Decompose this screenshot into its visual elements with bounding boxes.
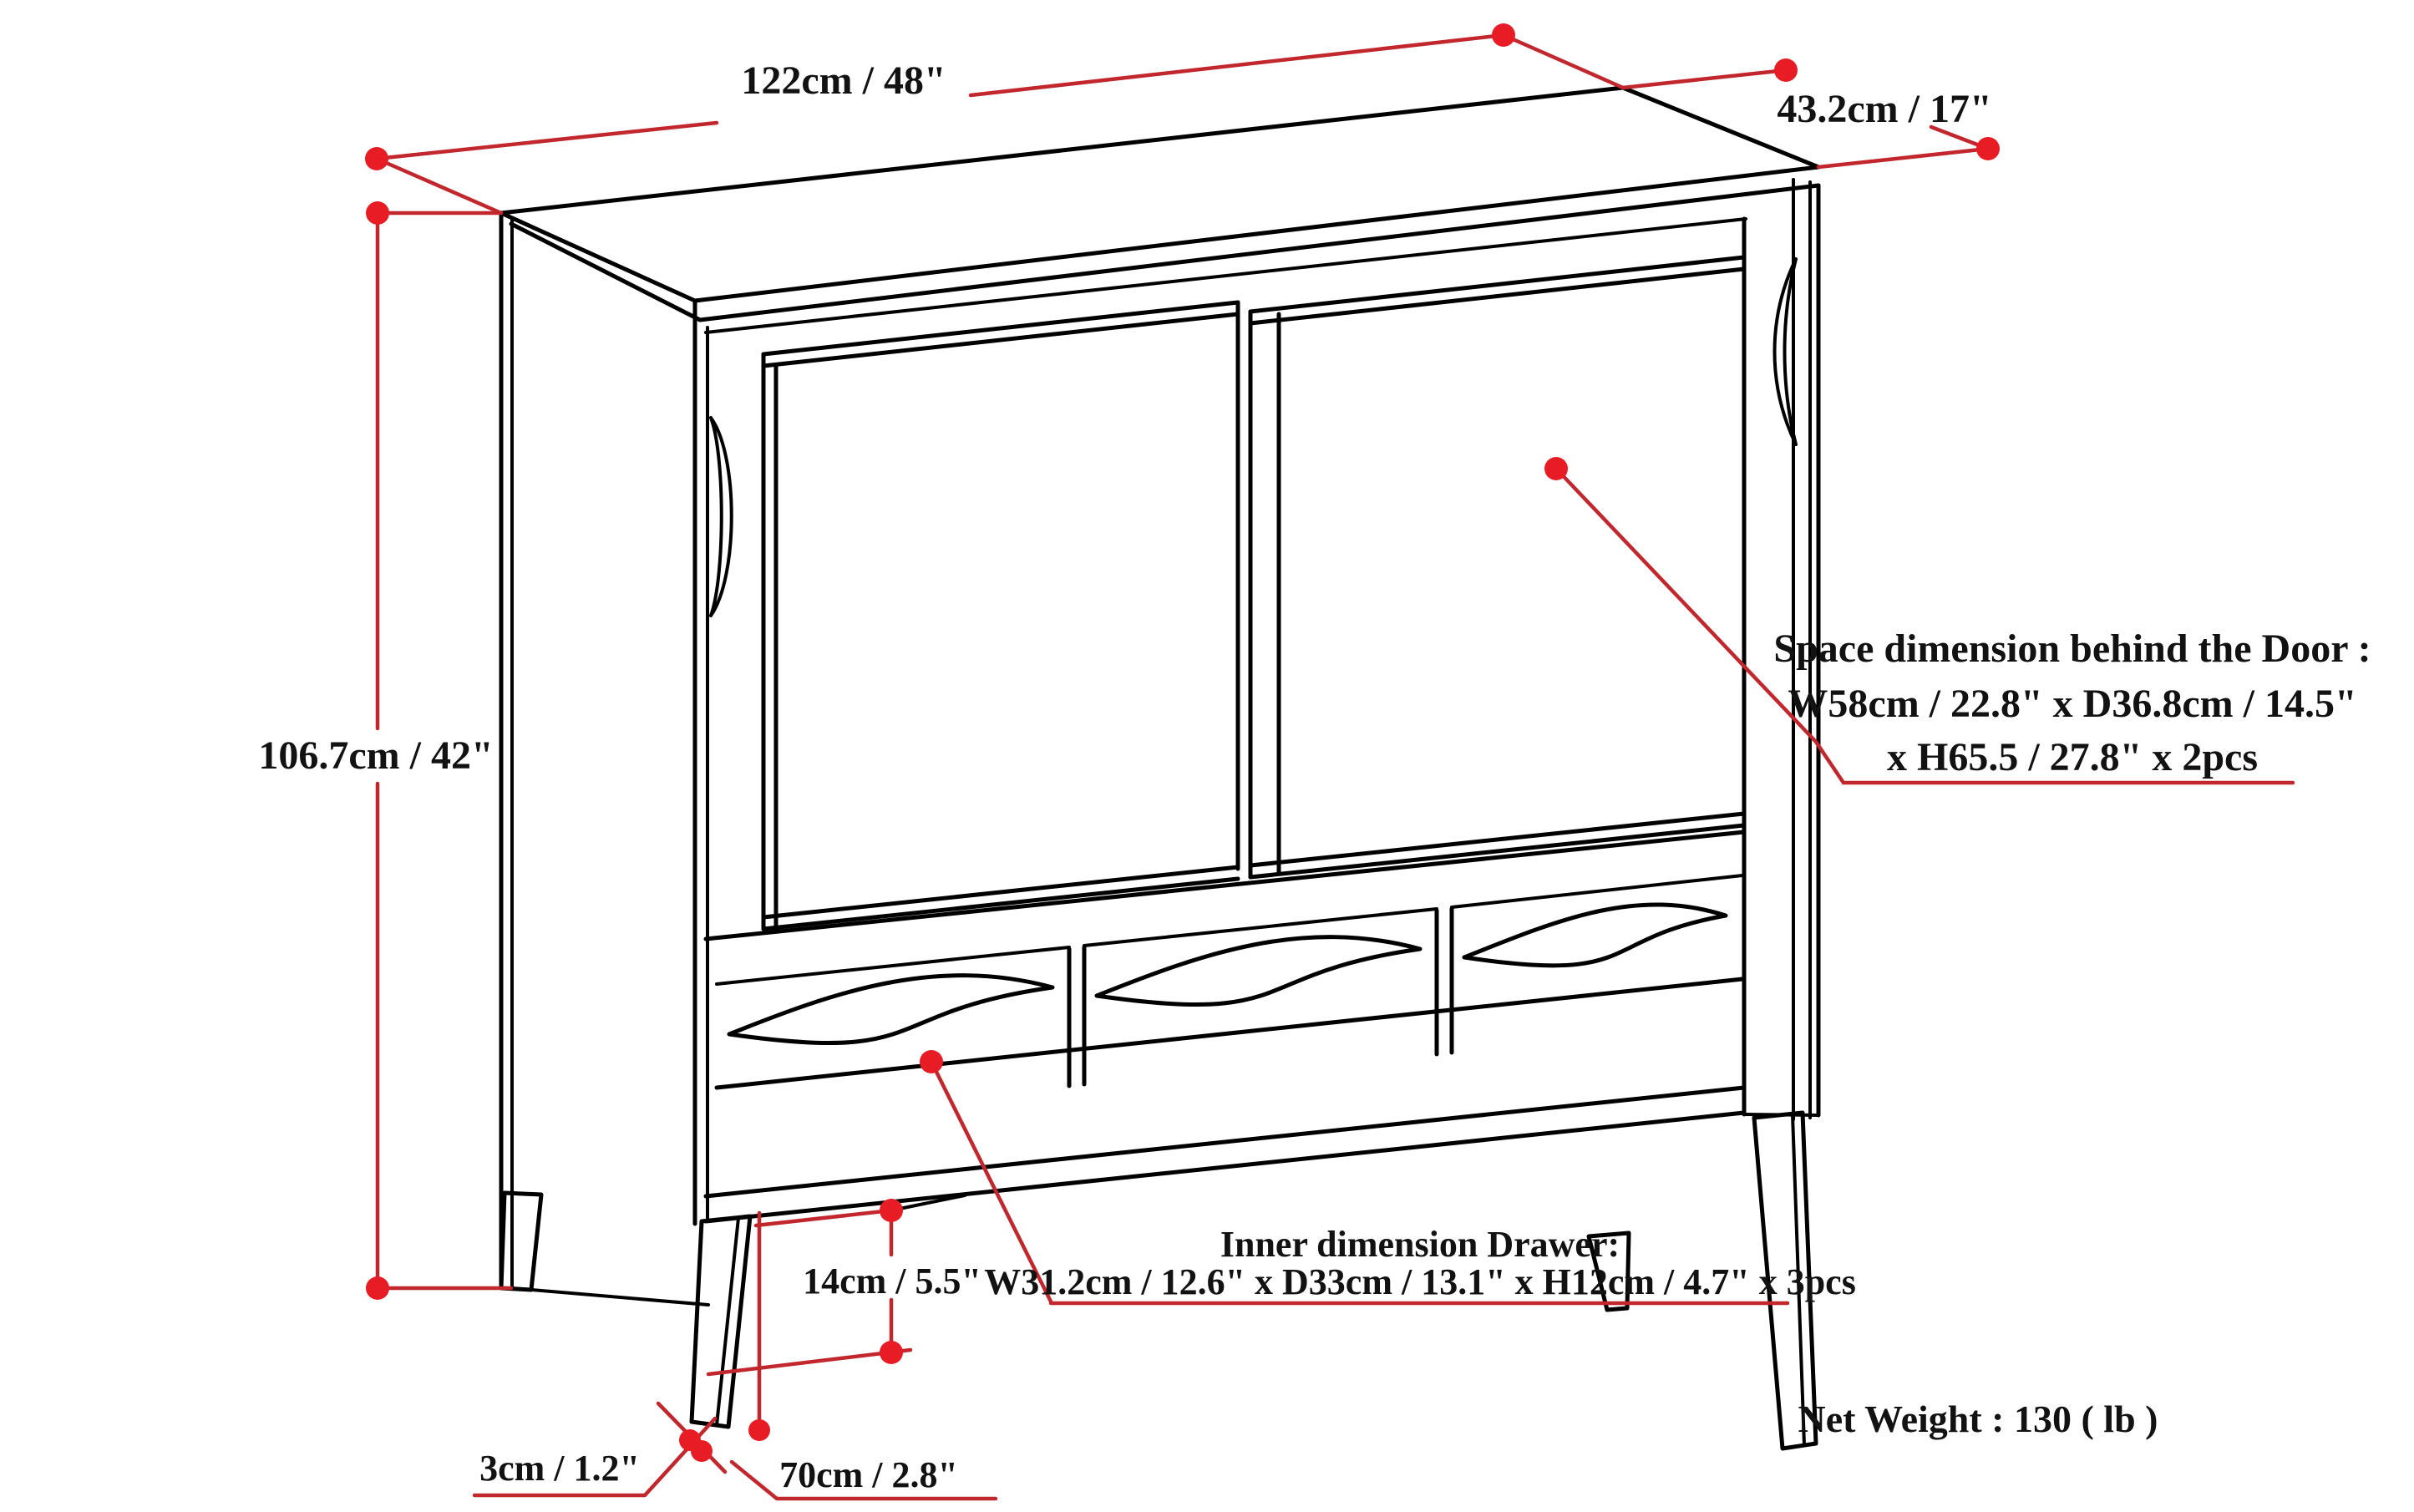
right-handle-groove-icon (1772, 257, 1798, 446)
door-space-annotation: Space dimension behind the Door : W58cm … (1544, 457, 2371, 785)
drawer-section (703, 830, 1747, 1090)
door-space-text-line3: x H65.5 / 27.8" x 2pcs (1887, 735, 2258, 779)
height-dimension: 106.7cm / 42" (258, 201, 514, 1300)
net-weight-label: Net Weight : 130 ( lb ) (1798, 1398, 2158, 1440)
apron-top-line (703, 1085, 1747, 1199)
drawer-dividers (1067, 906, 1454, 1088)
height-dimension-label: 106.7cm / 42" (258, 733, 493, 778)
drawer-middle-scoop-icon (1094, 935, 1423, 1007)
leg-offset-label: 3cm / 1.2" (479, 1448, 640, 1489)
dimension-dot (366, 201, 389, 225)
drawer-annotation: Inner dimension Drawer: W31.2cm / 12.6" … (920, 1050, 1856, 1306)
left-door-left-edge (761, 352, 778, 932)
leg-offset-dimension: 3cm / 1.2" (472, 1401, 728, 1498)
height-dimension-lines (375, 211, 514, 1291)
top-edge-thickness (509, 183, 1821, 322)
left-side-panel (499, 211, 710, 1307)
door-divider (1235, 300, 1281, 880)
left-bottom-edge (510, 1286, 710, 1307)
drawer-text-line2: W31.2cm / 12.6" x D33cm / 13.1" x H12cm … (984, 1261, 1856, 1302)
dimension-dot (366, 1276, 389, 1300)
left-door (761, 300, 1240, 932)
dimension-dot (365, 147, 388, 170)
leg-spacing-lines (729, 1210, 998, 1501)
drawer-text-line1: Inner dimension Drawer: (1220, 1224, 1620, 1265)
top-rail-line (704, 217, 1747, 334)
leg-front-left (689, 1214, 753, 1429)
dimension-dot (748, 1419, 770, 1441)
leg-height-dimension-lines (706, 1208, 913, 1377)
dimension-dot (1976, 137, 2000, 160)
left-door-bottom-edge (761, 865, 1240, 931)
leg-spacing-dimension: 70cm / 2.8" (729, 1210, 998, 1501)
drawer-rail-top (703, 830, 1747, 941)
handle-groove-icon (709, 416, 733, 617)
door-space-text-line1: Space dimension behind the Door : (1773, 627, 2371, 671)
apron-bottom-line (703, 1110, 1747, 1224)
drawer-bottom-rail (714, 977, 1745, 1090)
left-door-top-edge (761, 300, 1240, 368)
leg-front-right-detail (1791, 1113, 1806, 1447)
front-left-stile (692, 298, 733, 1226)
base-apron (703, 1085, 1747, 1224)
leg-height-label: 14cm / 5.5" (803, 1261, 981, 1301)
dimension-dot (880, 1199, 903, 1222)
depth-dimension: 43.2cm / 17" (1620, 58, 2000, 170)
dimension-dot (1492, 23, 1515, 47)
door-space-text-line2: W58cm / 22.8" x D36.8cm / 14.5" (1788, 682, 2356, 726)
cabinet-drawing (499, 85, 1821, 1451)
door-space-leader-line (1554, 466, 2295, 785)
right-door-bottom-edge (1248, 811, 1747, 880)
dimension-dot (691, 1440, 713, 1462)
width-dimension-lines (374, 33, 1625, 216)
right-door-top-edge (1248, 255, 1747, 326)
dimension-dot (880, 1341, 903, 1364)
leg-height-dimension: 14cm / 5.5" (706, 1199, 981, 1377)
right-panel-lines (1792, 178, 1812, 1121)
drawer-right-scoop-icon (1462, 902, 1728, 968)
legs (499, 1110, 1818, 1451)
width-dimension-label: 122cm / 48" (741, 58, 946, 103)
leg-front-left-detail (715, 1216, 740, 1427)
leg-back-right (1586, 1230, 1631, 1312)
drawer-opening-lines (715, 874, 1744, 986)
divider-lines (1235, 300, 1281, 880)
leg-back-left (499, 1190, 544, 1292)
leg-top-extension-line (890, 1194, 966, 1212)
right-door (1248, 255, 1747, 880)
depth-dimension-label: 43.2cm / 17" (1777, 87, 1991, 131)
drawer-left-scoop-icon (727, 973, 1055, 1046)
leg-front-right (1752, 1110, 1818, 1451)
dimension-dot (1544, 457, 1568, 480)
dimension-dot (920, 1050, 943, 1073)
width-dimension: 122cm / 48" (365, 23, 1625, 216)
drawer-leader-line (929, 1059, 1790, 1306)
leg-spacing-label: 70cm / 2.8" (779, 1454, 958, 1495)
dimension-dot (1774, 58, 1798, 82)
